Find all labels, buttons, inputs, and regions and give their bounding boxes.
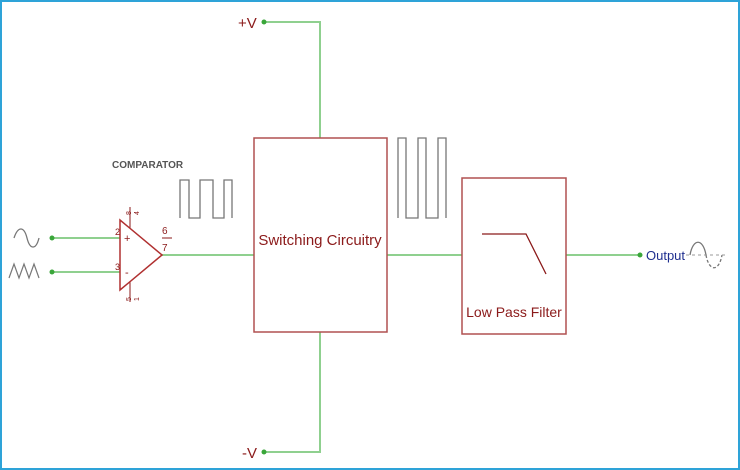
comparator-pin-8: 8 xyxy=(126,211,133,215)
input-terminal-bottom xyxy=(49,269,55,275)
wires xyxy=(52,21,640,453)
comparator: COMPARATOR 8 4 5 1 + - 2 3 6 7 xyxy=(112,160,184,302)
comparator-minus-sign: - xyxy=(125,267,129,279)
input-terminal-top xyxy=(49,235,55,241)
output-terminal xyxy=(637,252,643,258)
switching-circuitry-label: Switching Circuitry xyxy=(258,232,382,249)
sine-wave-icon xyxy=(13,228,40,248)
output-sine-icon-bottom xyxy=(705,254,723,269)
switching-circuitry-block xyxy=(253,137,388,333)
comparator-triangle xyxy=(119,218,164,292)
comparator-pin-out-b: 7 xyxy=(162,243,168,254)
low-pass-filter-block xyxy=(461,177,567,335)
comparator-pin-1: 1 xyxy=(134,297,141,301)
comparator-plus-sign: + xyxy=(124,233,130,245)
positive-supply-label: +V xyxy=(238,15,257,32)
comparator-pin-4: 4 xyxy=(134,211,141,215)
sawtooth-wave-icon xyxy=(8,262,40,280)
comparator-pin-in-minus: 3 xyxy=(115,262,120,272)
comparator-title: COMPARATOR xyxy=(112,160,184,171)
positive-terminal xyxy=(261,19,267,25)
low-pass-filter-label: Low Pass Filter xyxy=(466,304,562,320)
comparator-pin-in-plus: 2 xyxy=(115,227,120,237)
filter-response-icon xyxy=(482,233,547,275)
negative-supply-label: -V xyxy=(242,445,257,462)
pwm-wave-icon-large xyxy=(397,137,447,219)
comparator-pin-5: 5 xyxy=(126,297,133,301)
negative-supply-wire xyxy=(264,332,321,453)
terminals xyxy=(49,19,643,455)
negative-terminal xyxy=(261,449,267,455)
output-label: Output xyxy=(646,248,685,263)
output-sine-icon-top xyxy=(689,241,707,256)
pwm-wave-icon-small xyxy=(179,179,233,219)
comparator-pin-out-a: 6 xyxy=(162,226,168,237)
positive-supply-wire xyxy=(264,21,321,138)
